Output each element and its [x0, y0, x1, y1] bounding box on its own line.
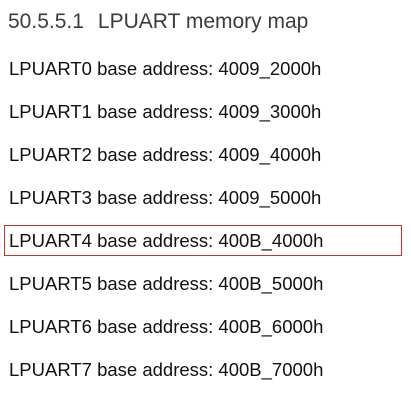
- list-item: LPUART3 base address: 4009_5000h: [0, 182, 411, 225]
- base-address-text: LPUART5 base address: 400B_5000h: [9, 273, 324, 294]
- base-address-list: LPUART0 base address: 4009_2000h LPUART1…: [0, 53, 411, 397]
- base-address-text: LPUART1 base address: 4009_3000h: [9, 101, 322, 122]
- base-address-text: LPUART4 base address: 400B_4000h: [9, 230, 324, 251]
- base-address-text: LPUART7 base address: 400B_7000h: [9, 359, 324, 380]
- list-item: LPUART5 base address: 400B_5000h: [0, 268, 411, 311]
- highlight-box: [4, 225, 402, 256]
- list-item: LPUART6 base address: 400B_6000h: [0, 311, 411, 354]
- base-address-text: LPUART3 base address: 4009_5000h: [9, 187, 322, 208]
- section-heading: 50.5.5.1 LPUART memory map: [8, 7, 308, 37]
- list-item: LPUART0 base address: 4009_2000h: [0, 53, 411, 96]
- base-address-text: LPUART6 base address: 400B_6000h: [9, 316, 324, 337]
- section-title: LPUART memory map: [97, 10, 309, 33]
- list-item-highlighted: LPUART4 base address: 400B_4000h: [0, 225, 411, 268]
- list-item: LPUART7 base address: 400B_7000h: [0, 354, 411, 397]
- section-number: 50.5.5.1: [8, 10, 84, 33]
- base-address-text: LPUART0 base address: 4009_2000h: [9, 58, 322, 79]
- list-item: LPUART2 base address: 4009_4000h: [0, 139, 411, 182]
- base-address-text: LPUART2 base address: 4009_4000h: [9, 144, 322, 165]
- list-item: LPUART1 base address: 4009_3000h: [0, 96, 411, 139]
